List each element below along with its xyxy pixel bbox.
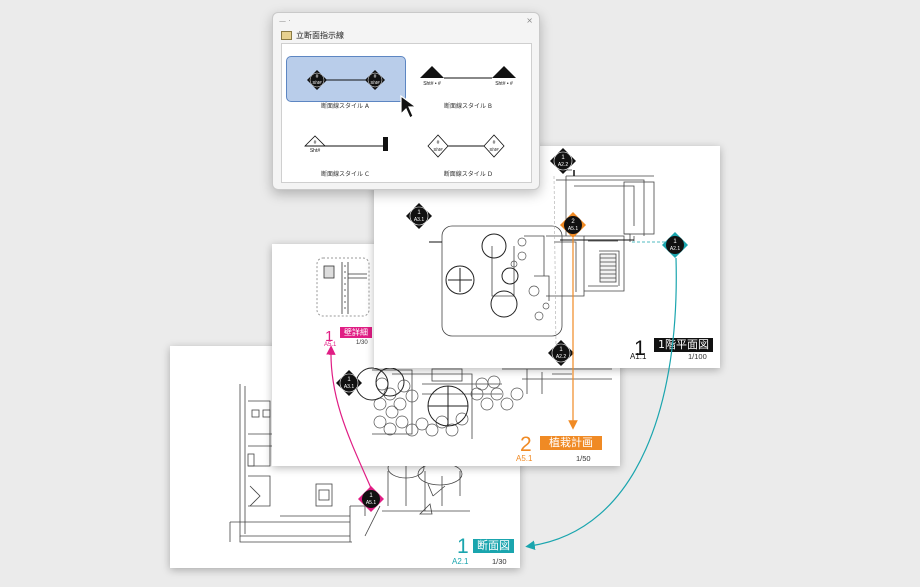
- section-title-scale: 1/30: [492, 557, 507, 566]
- plan-title-ref: A1.1: [630, 352, 647, 361]
- plan-marker-teal-num: 1: [673, 239, 677, 245]
- style-a-right-sub: Sht#: [370, 80, 380, 85]
- plan-marker-bottom[interactable]: 1 A2.2: [548, 340, 574, 366]
- planting-marker-ref: A3.1: [344, 384, 355, 390]
- section-ref-marker[interactable]: 1 A5.1: [358, 486, 384, 512]
- detail-title-scale: 1/30: [356, 340, 368, 346]
- plan-title-scale: 1/100: [688, 352, 707, 361]
- plan-marker-top-num: 1: [561, 155, 565, 161]
- detail-title-ref: A5.1: [324, 342, 337, 348]
- style-a-preview: # Sht# # Sht#: [307, 70, 385, 90]
- section-marker-num: 1: [369, 493, 373, 499]
- plan-marker-teal[interactable]: 1 A2.1: [662, 232, 688, 258]
- style-a-left-sub: Sht#: [312, 80, 322, 85]
- style-d-preview: # Sht# # Sht#: [427, 134, 505, 158]
- style-c-left-sub: Sht#: [310, 148, 321, 154]
- style-option-b[interactable]: Sht# • # Sht# • # 断面線スタイル B: [408, 66, 528, 114]
- style-d-right-mark: #: [493, 140, 496, 146]
- detail-title-name: 壁詳細: [340, 327, 372, 338]
- plan-marker-teal-ref: A2.1: [670, 246, 681, 252]
- style-c-label: 断面線スタイル C: [320, 171, 370, 178]
- plan-marker-bottom-ref: A2.2: [556, 354, 567, 360]
- planting-title-scale: 1/50: [576, 454, 591, 463]
- dialog-header: 立断面指示線: [281, 29, 344, 41]
- section-title-num: 1: [457, 535, 469, 558]
- style-b-preview: Sht# • # Sht# • #: [420, 66, 516, 87]
- section-marker-dialog[interactable]: — · × 立断面指示線 # Sht# # Sht# 断面線スタイル A: [272, 12, 540, 190]
- plan-marker-orange-num: 2: [571, 219, 575, 225]
- dialog-title: 立断面指示線: [296, 30, 344, 40]
- window-controls[interactable]: — ·: [279, 17, 291, 25]
- style-option-d[interactable]: # Sht# # Sht# 断面線スタイル D: [408, 134, 528, 182]
- style-b-label: 断面線スタイル B: [443, 103, 493, 110]
- plan-marker-left-num: 1: [417, 210, 421, 216]
- detail-title-num: 1: [325, 328, 334, 345]
- section-marker-ref: A5.1: [366, 500, 377, 506]
- style-c-preview: # Sht#: [304, 135, 388, 154]
- style-b-left-mark: Sht# • #: [423, 81, 441, 87]
- style-d-right-sub: Sht#: [489, 147, 499, 152]
- plan-marker-top-ref: A2.2: [558, 162, 569, 168]
- style-option-c[interactable]: # Sht# 断面線スタイル C: [285, 134, 405, 182]
- section-title-ref: A2.1: [452, 557, 469, 566]
- planting-title-name: 植栽計画: [540, 436, 602, 450]
- style-options-panel: # Sht# # Sht# 断面線スタイル A Sht# • # Sht# • …: [281, 43, 532, 183]
- style-a-label: 断面線スタイル A: [320, 103, 369, 110]
- style-c-left-mark: #: [314, 140, 317, 146]
- planting-title-num: 2: [520, 433, 532, 456]
- style-a-left-mark: #: [316, 74, 319, 80]
- arrow-cursor-icon: [400, 94, 418, 119]
- planting-title-ref: A5.1: [516, 454, 533, 463]
- style-b-right-mark: Sht# • #: [495, 81, 513, 87]
- style-d-label: 断面線スタイル D: [443, 171, 493, 178]
- style-d-left-sub: Sht#: [433, 147, 443, 152]
- plan-title-name: 1階平面図: [654, 338, 713, 352]
- folder-icon: [281, 30, 292, 40]
- selection-highlight: [286, 56, 406, 102]
- style-d-left-mark: #: [437, 140, 440, 146]
- plan-marker-left[interactable]: 1 A3.1: [406, 203, 432, 229]
- planting-ref-marker[interactable]: 1 A3.1: [336, 370, 362, 396]
- plan-marker-orange[interactable]: 2 A5.1: [560, 212, 586, 238]
- close-icon[interactable]: ×: [526, 16, 533, 25]
- style-a-right-mark: #: [374, 74, 377, 80]
- plan-marker-left-ref: A3.1: [414, 217, 425, 223]
- plan-marker-orange-ref: A5.1: [568, 226, 579, 232]
- section-title-name: 断面図: [473, 539, 514, 553]
- plan-marker-top[interactable]: 1 A2.2: [550, 148, 576, 174]
- style-option-a[interactable]: # Sht# # Sht# 断面線スタイル A: [285, 56, 406, 114]
- planting-drawing: [316, 257, 612, 439]
